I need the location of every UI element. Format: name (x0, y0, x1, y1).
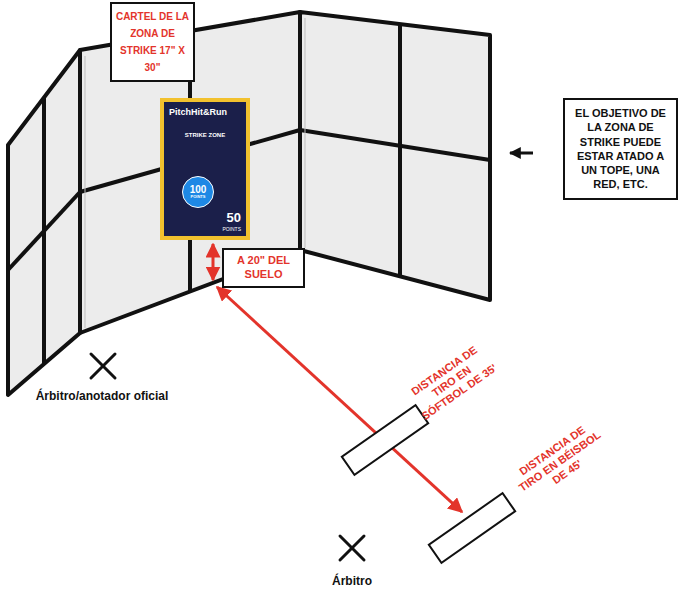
poster-text: POINTS (191, 195, 206, 199)
fence-panel-left (8, 50, 80, 395)
poster-text: STRIKE ZONE (164, 132, 246, 138)
points-circle: 100POINTS (182, 176, 214, 208)
fence-panel-right (300, 12, 490, 300)
poster-text: POINTS (222, 226, 241, 232)
sign-box: CARTEL DE LA ZONA DE STRIKE 17" X 30" (110, 2, 195, 82)
height-arrow (212, 244, 215, 280)
fence-frame-line (85, 56, 86, 328)
umpire-mark (340, 536, 364, 560)
fence-rail (300, 130, 490, 160)
umpire-label: Árbitro (312, 574, 392, 588)
height-box: A 20" DEL SUELO (222, 248, 305, 288)
distance-label: DISTANCIA DE TIRO EN BÉISBOL DE 45' (508, 417, 613, 507)
pointer-arrow (510, 152, 533, 155)
umpire-mark (91, 354, 115, 378)
umpire-mark (91, 354, 115, 378)
baseball-rubber (429, 493, 515, 563)
umpire-label: Árbitro/anotador oficial (17, 389, 187, 403)
poster-text: 50 (227, 210, 241, 225)
fence-frame-line (305, 18, 306, 248)
fence-rail (8, 192, 80, 270)
distance-label: DISTANCIA DE TIRO EN SÓFTBOL DE 35' (400, 337, 505, 427)
box-label: A 20" DEL SUELO (227, 254, 300, 282)
poster-text: 100 (190, 185, 207, 195)
box-label: EL OBJETIVO DE LA ZONA DE STRIKE PUEDE E… (570, 106, 671, 192)
poster-text: PitchHit&Run (169, 107, 227, 117)
umpire-mark (340, 536, 364, 560)
box-label: CARTEL DE LA ZONA DE STRIKE 17" X 30" (115, 8, 190, 76)
spacer (0, 0, 230, 411)
softball-rubber (342, 405, 428, 475)
strike-zone-poster: 100POINTSPitchHit&RunSTRIKE ZONE50POINTS (160, 98, 250, 240)
fence-post (398, 24, 402, 276)
note-box: EL OBJETIVO DE LA ZONA DE STRIKE PUEDE E… (563, 98, 678, 200)
